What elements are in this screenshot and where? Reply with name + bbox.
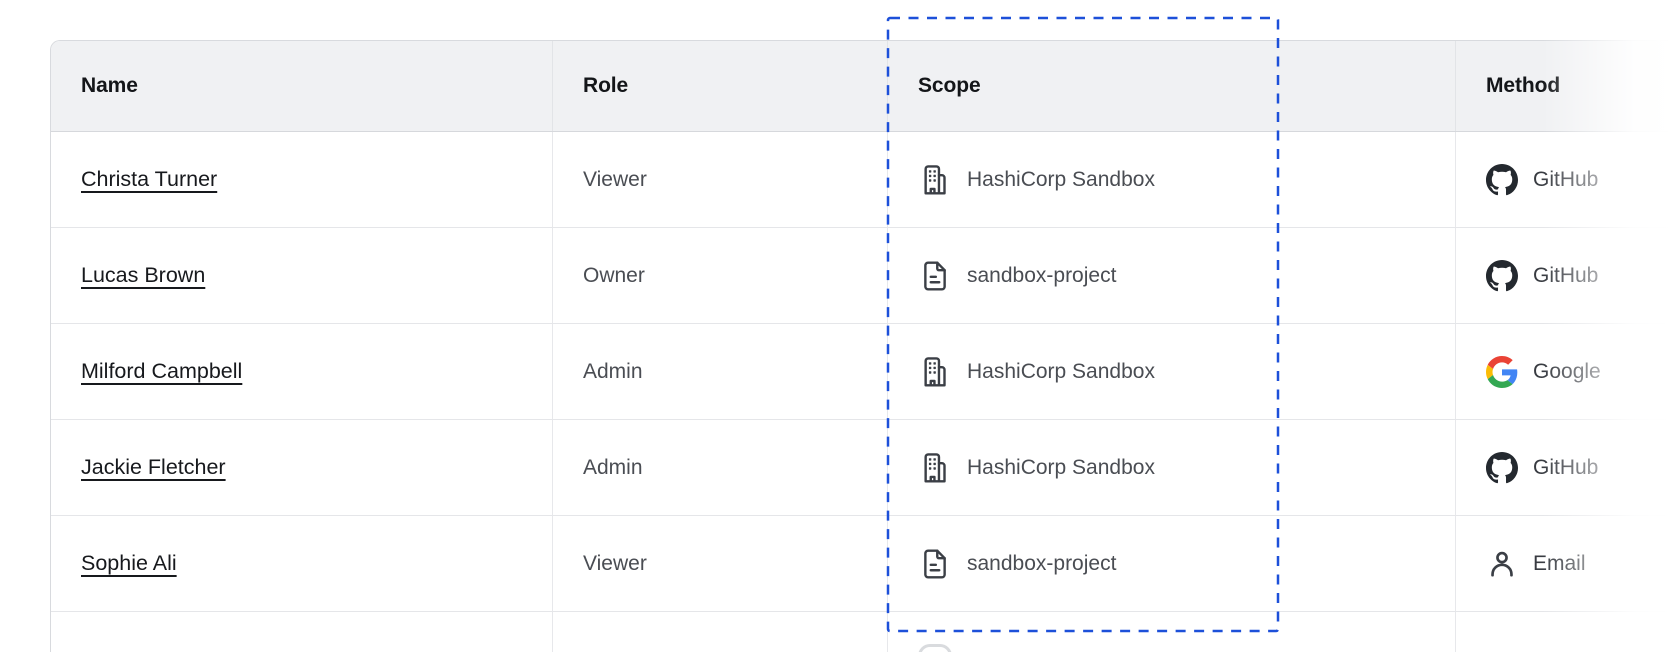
role-cell: Viewer xyxy=(553,132,888,227)
table-row-partial xyxy=(51,612,1672,652)
member-name-link[interactable]: Milford Campbell xyxy=(81,359,243,383)
method-cell: Google xyxy=(1456,324,1672,419)
name-cell xyxy=(51,612,553,652)
member-name-link[interactable]: Sophie Ali xyxy=(81,551,177,575)
method-cell: GitHub xyxy=(1456,228,1672,323)
project-icon xyxy=(924,548,946,579)
github-icon xyxy=(1486,259,1518,291)
table-row: Lucas Brown Owner sandbox-project GitHub xyxy=(51,228,1672,324)
scope-cell: sandbox-project xyxy=(888,516,1456,611)
scope-cell: HashiCorp Sandbox xyxy=(888,420,1456,515)
role-cell xyxy=(553,612,888,652)
google-icon xyxy=(1486,355,1518,388)
scope-cell: HashiCorp Sandbox xyxy=(888,324,1456,419)
method-cell: GitHub xyxy=(1456,132,1672,227)
organization-icon xyxy=(924,164,946,195)
method-label: Google xyxy=(1533,359,1601,383)
name-cell: Christa Turner xyxy=(51,132,553,227)
member-name-link[interactable]: Christa Turner xyxy=(81,167,218,191)
member-name-link[interactable]: Jackie Fletcher xyxy=(81,455,226,479)
name-cell: Lucas Brown xyxy=(51,228,553,323)
scope-cell: sandbox-project xyxy=(888,228,1456,323)
method-label: GitHub xyxy=(1533,455,1599,479)
column-header-scope: Scope xyxy=(888,41,1456,131)
partial-scope-icon xyxy=(918,644,952,652)
method-label: GitHub xyxy=(1533,263,1599,287)
name-cell: Jackie Fletcher xyxy=(51,420,553,515)
name-cell: Sophie Ali xyxy=(51,516,553,611)
role-cell: Admin xyxy=(553,420,888,515)
scope-cell xyxy=(888,612,1456,652)
github-icon xyxy=(1486,451,1518,483)
column-header-role: Role xyxy=(553,41,888,131)
scope-label: HashiCorp Sandbox xyxy=(967,359,1155,383)
role-label: Admin xyxy=(583,359,643,383)
role-cell: Viewer xyxy=(553,516,888,611)
method-cell xyxy=(1456,612,1672,652)
role-label: Admin xyxy=(583,455,643,479)
person-icon xyxy=(1491,551,1513,577)
role-cell: Owner xyxy=(553,228,888,323)
table-row: Milford Campbell Admin HashiCorp Sandbox… xyxy=(51,324,1672,420)
scope-label: HashiCorp Sandbox xyxy=(967,455,1155,479)
method-cell: Email xyxy=(1456,516,1672,611)
scope-label: sandbox-project xyxy=(967,263,1117,287)
method-label: Email xyxy=(1533,551,1586,575)
name-cell: Milford Campbell xyxy=(51,324,553,419)
method-cell: GitHub xyxy=(1456,420,1672,515)
organization-icon xyxy=(924,452,946,483)
role-label: Viewer xyxy=(583,551,647,575)
scope-label: HashiCorp Sandbox xyxy=(967,167,1155,191)
table-header-row: Name Role Scope Method xyxy=(51,41,1672,132)
organization-icon xyxy=(924,356,946,387)
scope-label: sandbox-project xyxy=(967,551,1117,575)
project-icon xyxy=(924,260,946,291)
github-icon xyxy=(1486,163,1518,195)
members-table: Name Role Scope Method Christa Turner Vi… xyxy=(50,40,1672,652)
column-header-method: Method xyxy=(1486,74,1561,97)
role-label: Viewer xyxy=(583,167,647,191)
method-label: GitHub xyxy=(1533,167,1599,191)
role-cell: Admin xyxy=(553,324,888,419)
table-row: Jackie Fletcher Admin HashiCorp Sandbox … xyxy=(51,420,1672,516)
role-label: Owner xyxy=(583,263,645,287)
table-row: Sophie Ali Viewer sandbox-project Email xyxy=(51,516,1672,612)
scope-cell: HashiCorp Sandbox xyxy=(888,132,1456,227)
column-header-name: Name xyxy=(51,41,553,131)
member-name-link[interactable]: Lucas Brown xyxy=(81,263,206,287)
table-row: Christa Turner Viewer HashiCorp Sandbox … xyxy=(51,132,1672,228)
